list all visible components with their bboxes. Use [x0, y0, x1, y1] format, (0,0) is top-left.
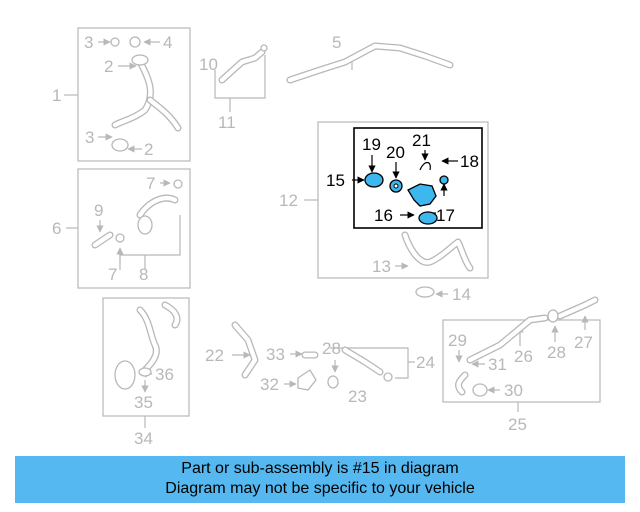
group-box-25: [442, 319, 601, 403]
callout-30: 30: [504, 381, 523, 400]
callout-6: 6: [52, 219, 61, 238]
callout-3: 3: [85, 128, 94, 147]
pipe-10: [218, 44, 268, 84]
footer-banner: Part or sub-assembly is #15 in diagram D…: [15, 456, 625, 503]
hose-assembly-34: [114, 301, 181, 390]
pipe-22: [231, 321, 259, 379]
footer-line-1: Part or sub-assembly is #15 in diagram: [181, 460, 459, 477]
callout-24: 24: [416, 353, 435, 372]
callout-19: 19: [362, 135, 381, 154]
callout-1: 1: [52, 86, 61, 105]
callout-3: 3: [84, 33, 93, 52]
footer-line-2: Diagram may not be specific to your vehi…: [165, 480, 475, 497]
callout-28: 28: [322, 339, 341, 358]
callout-13: 13: [372, 257, 391, 276]
callout-21: 21: [412, 131, 431, 150]
fittings-32-33: [297, 351, 319, 391]
group-box-34: [102, 297, 190, 417]
hose-13: [401, 231, 474, 298]
callout-2: 2: [144, 140, 153, 159]
callout-10: 10: [199, 55, 218, 74]
hose-23: [327, 346, 393, 389]
callout-31: 31: [488, 355, 507, 374]
callout-23: 23: [348, 387, 367, 406]
callout-26: 26: [514, 347, 533, 366]
parts-diagram: 1 2 2 3 3 4 5 6 7 7 8 9 10 11 12 13 14 1…: [52, 27, 601, 448]
hose-assembly-25: [455, 296, 599, 397]
callout-17: 17: [436, 206, 455, 225]
callout-9: 9: [94, 201, 103, 220]
callout-27: 27: [574, 333, 593, 352]
callout-35: 35: [134, 393, 153, 412]
callout-12: 12: [279, 191, 298, 210]
callout-8: 8: [139, 265, 148, 284]
group-box-15: [353, 127, 483, 229]
hose-assembly-1: [110, 36, 182, 152]
callout-22: 22: [205, 346, 224, 365]
callout-4: 4: [163, 33, 172, 52]
callout-14: 14: [452, 285, 471, 304]
thermostat-housing-15: [364, 161, 449, 225]
callout-16: 16: [374, 206, 393, 225]
callout-25: 25: [508, 415, 527, 434]
callout-20: 20: [386, 143, 405, 162]
callout-29: 29: [448, 331, 467, 350]
callout-11: 11: [218, 113, 236, 132]
callout-32: 32: [260, 375, 279, 394]
callout-18: 18: [460, 152, 479, 171]
hose-assembly-6: [91, 179, 183, 249]
group-box-6: [77, 168, 191, 289]
callout-28: 28: [547, 343, 566, 362]
callout-5: 5: [332, 33, 341, 52]
callout-33: 33: [266, 345, 285, 364]
callout-15: 15: [326, 171, 345, 190]
callout-36: 36: [155, 365, 174, 384]
callout-34: 34: [134, 429, 153, 448]
callout-7: 7: [108, 265, 117, 284]
callout-7: 7: [146, 174, 155, 193]
group-box-1: [77, 27, 191, 162]
callout-2: 2: [104, 57, 113, 76]
pipe-5: [286, 42, 454, 84]
